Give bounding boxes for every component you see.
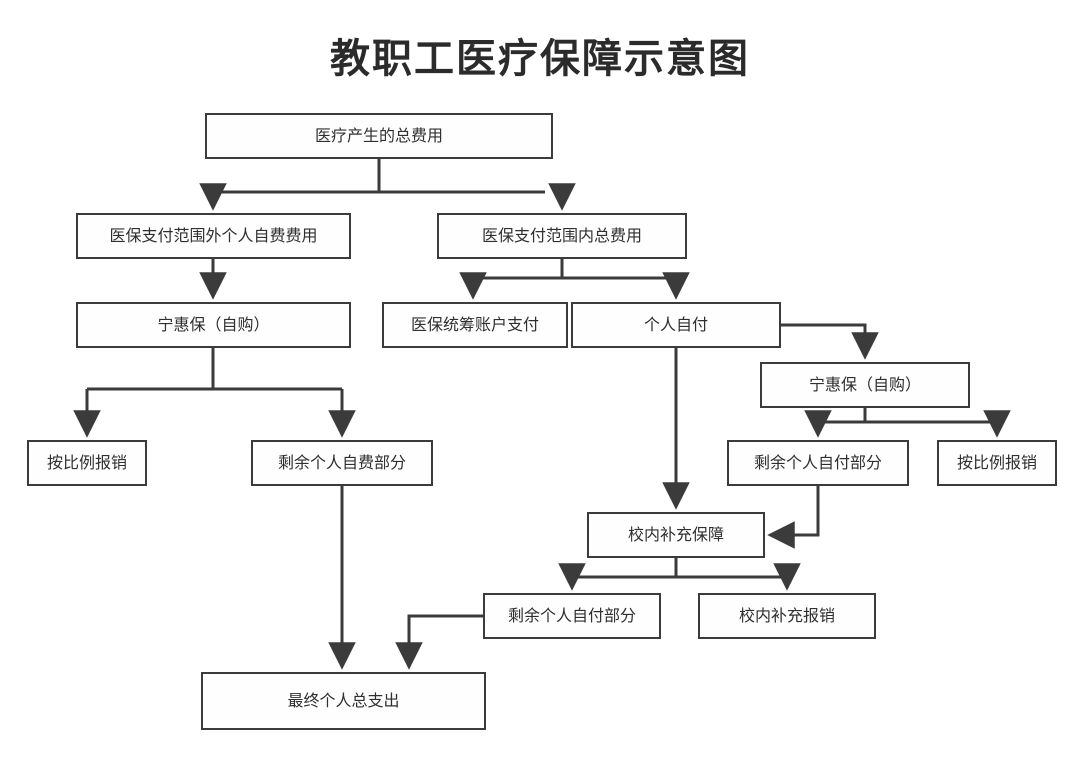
node-ninghuibao-right[interactable]: 宁惠保（自购）: [760, 362, 970, 408]
page-title: 教职工医疗保障示意图: [330, 36, 750, 82]
node-final-personal-total-expense[interactable]: 最终个人总支出: [201, 672, 486, 730]
edge-n10-n12: [767, 486, 820, 549]
node-remaining-copay-lower[interactable]: 剩余个人自付部分: [483, 593, 661, 639]
node-proportional-reimbursement-right[interactable]: 按比例报销: [937, 440, 1057, 486]
node-proportional-reimbursement-left[interactable]: 按比例报销: [27, 440, 147, 486]
node-campus-supplementary-coverage[interactable]: 校内补充保障: [587, 512, 765, 558]
node-in-coverage-total-cost[interactable]: 医保支付范围内总费用: [437, 213, 687, 259]
node-total-medical-cost[interactable]: 医疗产生的总费用: [205, 113, 553, 159]
node-campus-supplementary-reimbursement[interactable]: 校内补充报销: [698, 593, 876, 639]
node-personal-copay[interactable]: 个人自付: [571, 302, 781, 348]
node-ninghuibao-left[interactable]: 宁惠保（自购）: [76, 302, 351, 348]
edge-n13-n15: [395, 614, 483, 670]
node-remaining-copay-upper[interactable]: 剩余个人自付部分: [727, 440, 909, 486]
node-remaining-self-pay-expense[interactable]: 剩余个人自费部分: [251, 440, 433, 486]
node-out-of-coverage-self-pay[interactable]: 医保支付范围外个人自费费用: [76, 213, 351, 259]
edge-n6-n9: [781, 323, 879, 360]
node-pooled-account-payment[interactable]: 医保统筹账户支付: [382, 302, 568, 348]
